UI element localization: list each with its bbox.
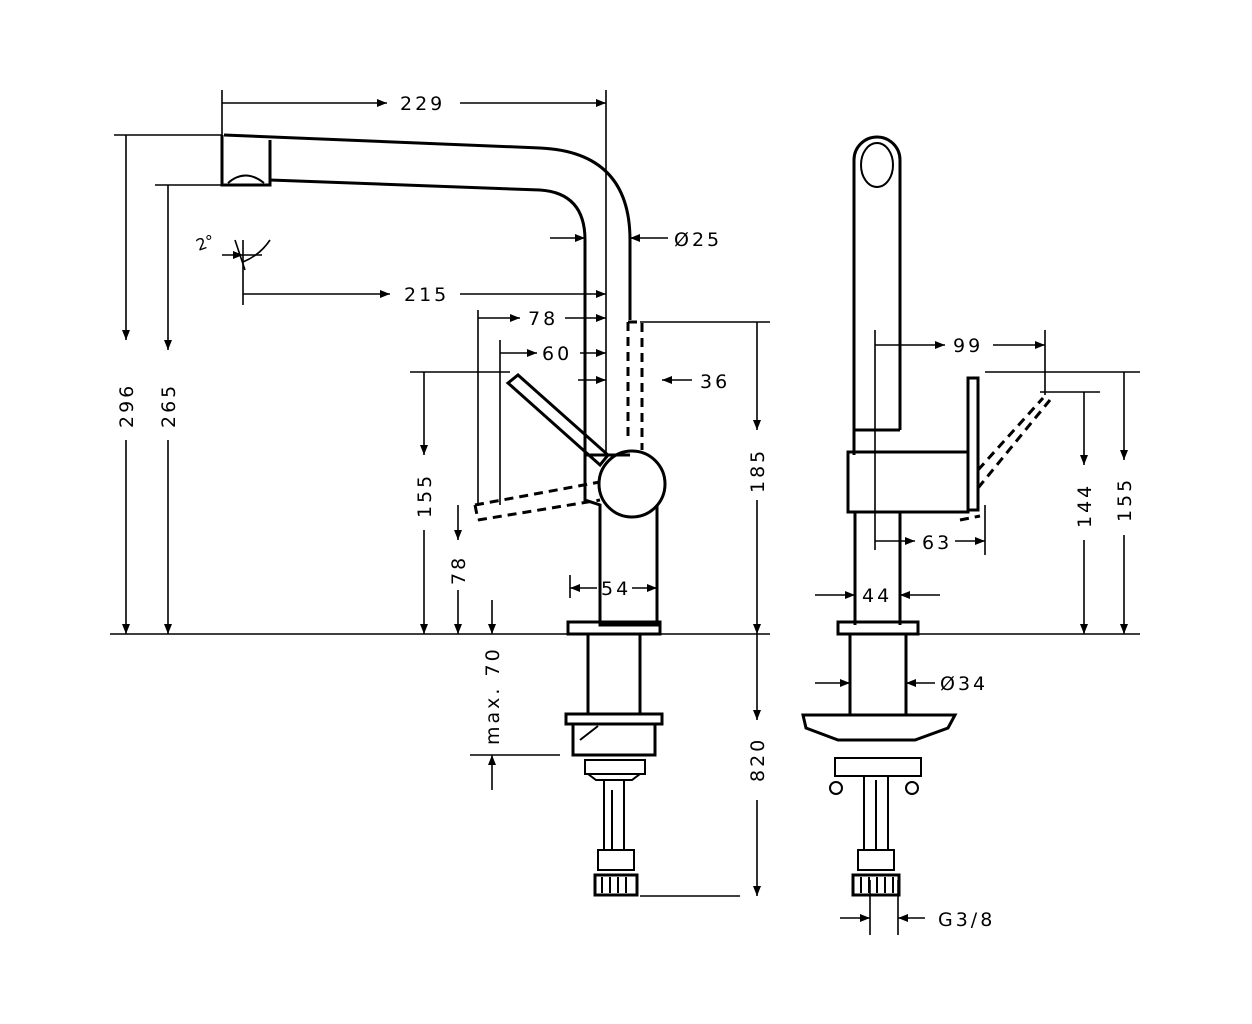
dim-99: 99 (953, 335, 983, 357)
dim-63: 63 (922, 532, 952, 554)
dim-diameter-34: Ø34 (940, 673, 988, 695)
dim-78-top: 78 (528, 308, 558, 330)
front-spout (220, 133, 632, 430)
dim-44: 44 (862, 585, 892, 607)
dimension-lines (110, 90, 1140, 935)
dim-144: 144 (1074, 483, 1096, 528)
dim-78-lower: 78 (448, 555, 470, 585)
dim-angle-2: 2° (194, 231, 218, 255)
front-lever (473, 373, 667, 522)
dim-155-left: 155 (414, 473, 436, 518)
front-view (220, 133, 667, 897)
side-shank (801, 620, 958, 897)
dim-max-70: max. 70 (482, 646, 504, 745)
dim-60: 60 (542, 343, 572, 365)
dim-diameter-25: Ø25 (674, 229, 722, 251)
dim-36: 36 (700, 371, 730, 393)
dim-265: 265 (158, 383, 180, 428)
dim-820: 820 (747, 737, 769, 782)
dim-185: 185 (747, 448, 769, 493)
dimension-labels: 229 Ø25 2° 215 78 60 36 296 265 155 78 1… (116, 93, 1136, 931)
dim-229: 229 (400, 93, 445, 115)
side-spout (852, 135, 902, 455)
dim-54: 54 (601, 578, 631, 600)
front-shank (564, 620, 664, 897)
dim-g38: G3/8 (938, 909, 995, 931)
dim-296: 296 (116, 383, 138, 428)
side-view (801, 135, 1052, 897)
dim-215: 215 (404, 284, 449, 306)
dim-155-right: 155 (1114, 477, 1136, 522)
